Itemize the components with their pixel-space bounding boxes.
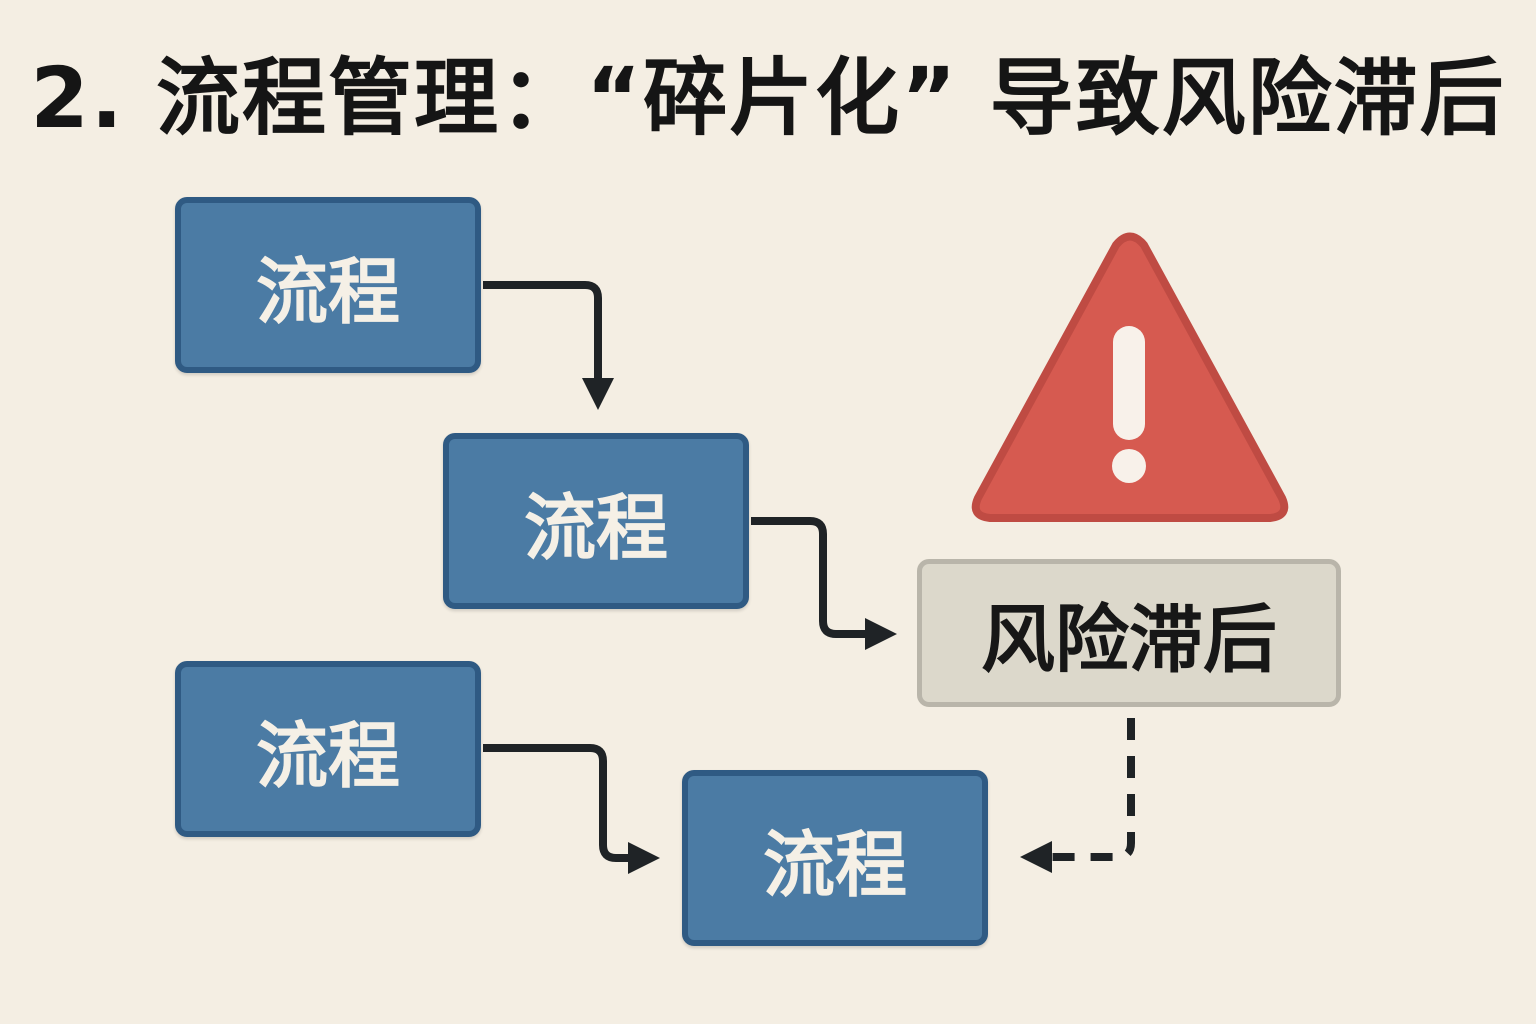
warning-triangle-icon (971, 232, 1289, 522)
dashed-arrow-risk-to-process4 (1020, 718, 1135, 873)
arrow-process3-to-process4 (483, 744, 660, 874)
risk-lag-box: 风险滞后 (917, 559, 1341, 707)
arrow-process1-to-process2 (483, 281, 614, 410)
process-box-3: 流程 (175, 661, 481, 837)
arrow-process2-to-risk (751, 517, 897, 650)
process-label: 流程 (762, 822, 907, 907)
process-box-1: 流程 (175, 197, 481, 373)
page-title: 2. 流程管理：“碎片化” 导致风险滞后 (30, 49, 1506, 147)
process-box-2: 流程 (443, 433, 749, 609)
process-label: 流程 (523, 485, 668, 570)
process-label: 流程 (255, 713, 400, 798)
process-box-4: 流程 (682, 770, 988, 946)
process-label: 流程 (255, 249, 400, 334)
risk-lag-label: 风险滞后 (981, 596, 1277, 683)
